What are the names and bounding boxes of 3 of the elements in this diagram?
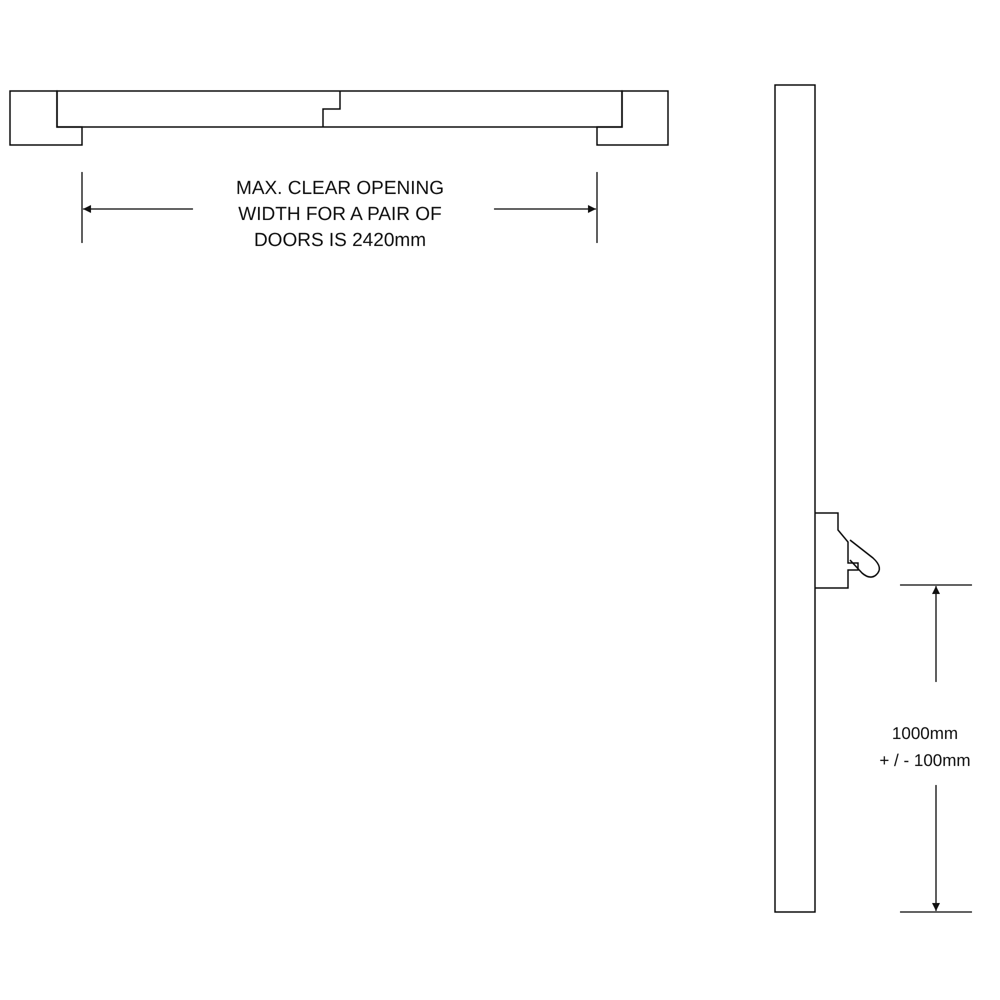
dimension-label: + / - 100mm [878, 750, 972, 772]
dimension-label: 1000mm [890, 723, 960, 745]
dimension-label: MAX. CLEAR OPENING WIDTH FOR A PAIR OF DOORS IS 2420mm [235, 177, 445, 254]
